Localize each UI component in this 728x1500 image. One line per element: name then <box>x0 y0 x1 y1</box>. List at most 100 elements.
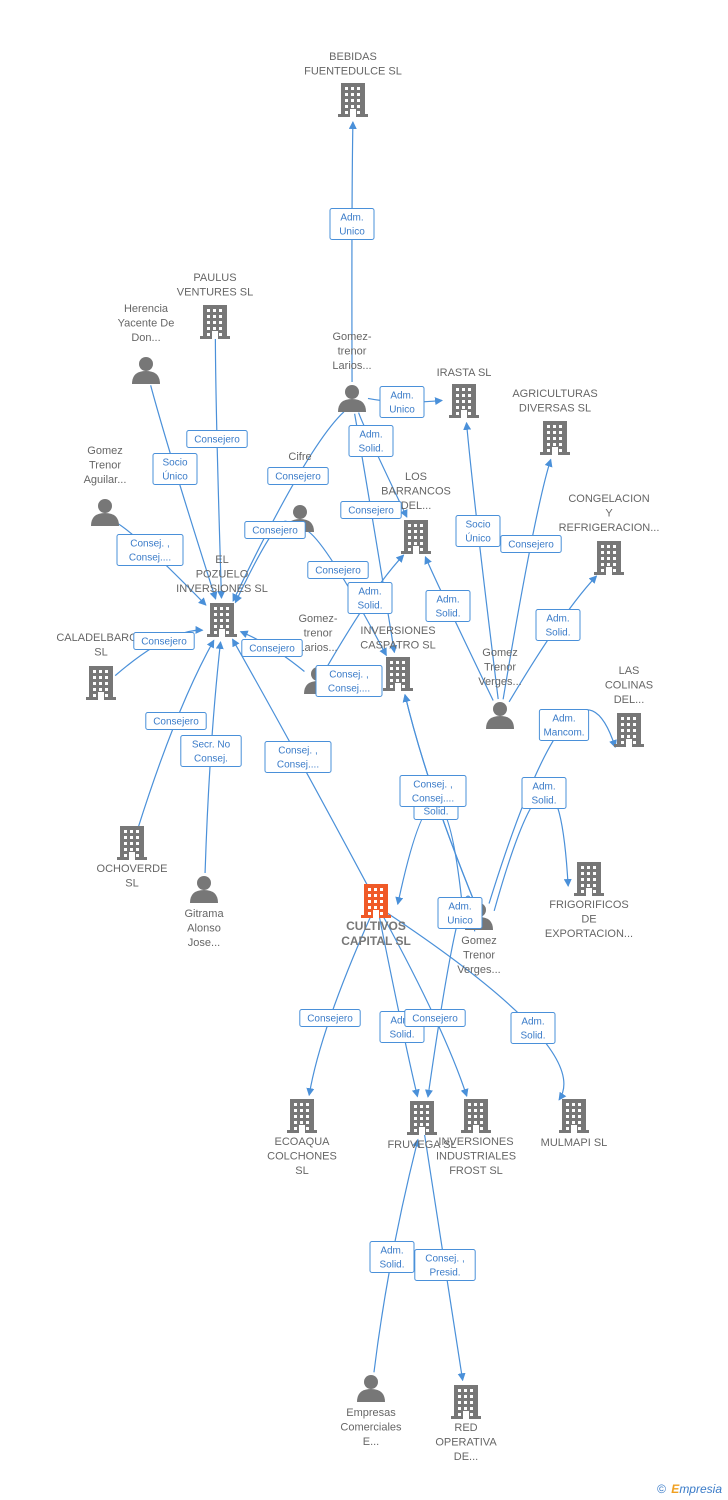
node-label-line: Gomez <box>461 935 496 947</box>
building-icon[interactable] <box>574 862 604 896</box>
role-box-cultivos-inversiones_frost[interactable]: Consejero <box>404 1009 466 1027</box>
role-box-gomez_larios2-inversiones_caspatro[interactable]: Consej. ,Consej.... <box>315 665 383 697</box>
person-icon[interactable] <box>338 385 366 412</box>
node-label-line: Empresas <box>346 1407 396 1419</box>
person-icon[interactable] <box>357 1375 385 1402</box>
node-label-line: Trenor <box>463 950 495 962</box>
role-box-cifre-inversiones_caspatro[interactable]: Consejero <box>307 561 369 579</box>
role-box-gomez_larios2-el_pozuelo[interactable]: Consejero <box>241 639 303 657</box>
role-label: Adm. <box>546 614 569 625</box>
role-box-cultivos-ecoaqua[interactable]: Consejero <box>299 1009 361 1027</box>
node-las_colinas[interactable]: LASCOLINASDEL... <box>605 665 653 747</box>
role-label: Solid. <box>531 796 556 807</box>
node-gomez_larios[interactable]: Gomez-trenorLarios... <box>332 331 372 412</box>
node-frigorificos[interactable]: FRIGORIFICOSDEEXPORTACION... <box>545 862 633 940</box>
role-box-cultivos-el_pozuelo[interactable]: Consej. ,Consej.... <box>264 741 332 773</box>
node-label-line: OPERATIVA <box>435 1437 497 1449</box>
node-irasta[interactable]: IRASTA SL <box>437 367 492 418</box>
person-icon[interactable] <box>486 702 514 729</box>
building-icon[interactable] <box>461 1099 491 1133</box>
role-label: Adm. <box>390 1016 413 1027</box>
role-box-gomez_verges-agriculturas[interactable]: Consejero <box>500 535 562 553</box>
building-icon[interactable] <box>540 421 570 455</box>
role-box-gomez_larios-el_pozuelo[interactable]: Consejero <box>267 467 329 485</box>
building-icon[interactable] <box>559 1099 589 1133</box>
role-label: Socio <box>465 520 490 531</box>
building-icon[interactable] <box>614 713 644 747</box>
node-cifre[interactable]: CifreTrenor... <box>280 451 321 532</box>
node-mulmapi[interactable]: MULMAPI SL <box>541 1099 608 1149</box>
building-icon[interactable] <box>407 1101 437 1135</box>
role-box-gomez_larios-los_barrancos[interactable]: Adm.Solid. <box>348 425 394 457</box>
role-box-gomez_larios-bebidas[interactable]: Adm.Unico <box>329 208 375 240</box>
role-box-empresas-fruvega[interactable]: Adm.Solid. <box>369 1241 415 1273</box>
role-box-gomez_larios-irasta[interactable]: Adm.Unico <box>379 386 425 418</box>
building-icon[interactable] <box>287 1099 317 1133</box>
building-icon[interactable] <box>401 520 431 554</box>
node-congelacion[interactable]: CONGELACIONYREFRIGERACION... <box>559 493 660 575</box>
role-box-gomez_verges-congelacion[interactable]: Adm.Solid. <box>535 609 581 641</box>
building-icon[interactable] <box>200 305 230 339</box>
node-red_operativa[interactable]: REDOPERATIVADE... <box>435 1385 497 1463</box>
person-icon[interactable] <box>132 357 160 384</box>
role-box-ochoverde-el_pozuelo[interactable]: Consejero <box>145 712 207 730</box>
node-empresas[interactable]: EmpresasComercialesE... <box>340 1375 402 1448</box>
building-icon[interactable] <box>449 384 479 418</box>
role-box-cifre-el_pozuelo[interactable]: Consejero <box>244 521 306 539</box>
node-label-line: FRUVEGA SL <box>387 1139 456 1151</box>
node-fruvega[interactable]: FRUVEGA SL <box>387 1101 457 1151</box>
building-icon[interactable] <box>86 666 116 700</box>
edge-herencia-to-el_pozuelo <box>150 385 218 600</box>
role-box-gomez_verges2-las_colinas[interactable]: Adm.Mancom. <box>538 709 590 741</box>
node-los_barrancos[interactable]: LOSBARRANCOSDEL... <box>381 471 451 554</box>
role-box-gomez_verges-los_barrancos[interactable]: Adm.Solid. <box>425 590 471 622</box>
role-box-gomez_larios-inversiones_caspatro[interactable]: Consejero <box>340 501 402 519</box>
building-icon[interactable] <box>207 603 237 637</box>
role-label: Adm. <box>358 587 381 598</box>
role-box-gomez_verges2-inversiones_caspatro[interactable]: Consej. ,Consej.... <box>399 775 467 807</box>
role-label: Adm. <box>552 714 575 725</box>
role-box-gomez_aguilar-el_pozuelo[interactable]: Consej. ,Consej.... <box>116 534 184 566</box>
node-label-line: trenor <box>304 628 333 640</box>
node-label-line: ECOAQUA <box>274 1136 330 1148</box>
person-icon[interactable] <box>91 499 119 526</box>
role-label: Consej. , <box>425 1254 464 1265</box>
role-box-gomez_verges2-fruvega[interactable]: Adm.Unico <box>437 897 483 929</box>
role-box-paulus-el_pozuelo[interactable]: Consejero <box>186 430 248 448</box>
building-icon[interactable] <box>451 1385 481 1419</box>
role-label: Unico <box>389 405 415 416</box>
node-gomez_aguilar[interactable]: GomezTrenorAguilar... <box>84 445 127 526</box>
role-box-cultivos-mulmapi[interactable]: Adm.Solid. <box>510 1012 556 1044</box>
node-gomez_verges[interactable]: GomezTrenorVerges... <box>478 647 522 729</box>
role-box-fruvega-red_operativa[interactable]: Consej. ,Presid. <box>414 1249 476 1281</box>
role-box-gomez_larios2-los_barrancos[interactable]: Adm.Solid. <box>347 582 393 614</box>
role-box-caladelbarco-el_pozuelo[interactable]: Consejero <box>133 632 195 650</box>
person-icon[interactable] <box>190 876 218 903</box>
building-icon[interactable] <box>361 884 391 918</box>
node-gomez_verges2[interactable]: GomezTrenorVerges... <box>457 903 501 976</box>
footer-brand[interactable]: © Empresia <box>657 1482 722 1496</box>
building-icon[interactable] <box>383 657 413 691</box>
building-icon[interactable] <box>594 541 624 575</box>
role-label: Consej.... <box>412 794 454 805</box>
role-box-gomez_verges2-frigorificos[interactable]: Adm.Solid. <box>521 777 567 809</box>
building-icon[interactable] <box>338 83 368 117</box>
building-icon[interactable] <box>117 826 147 860</box>
node-gitrama[interactable]: GitramaAlonsoJose... <box>184 876 224 949</box>
node-label-line: MULMAPI SL <box>541 1137 608 1149</box>
